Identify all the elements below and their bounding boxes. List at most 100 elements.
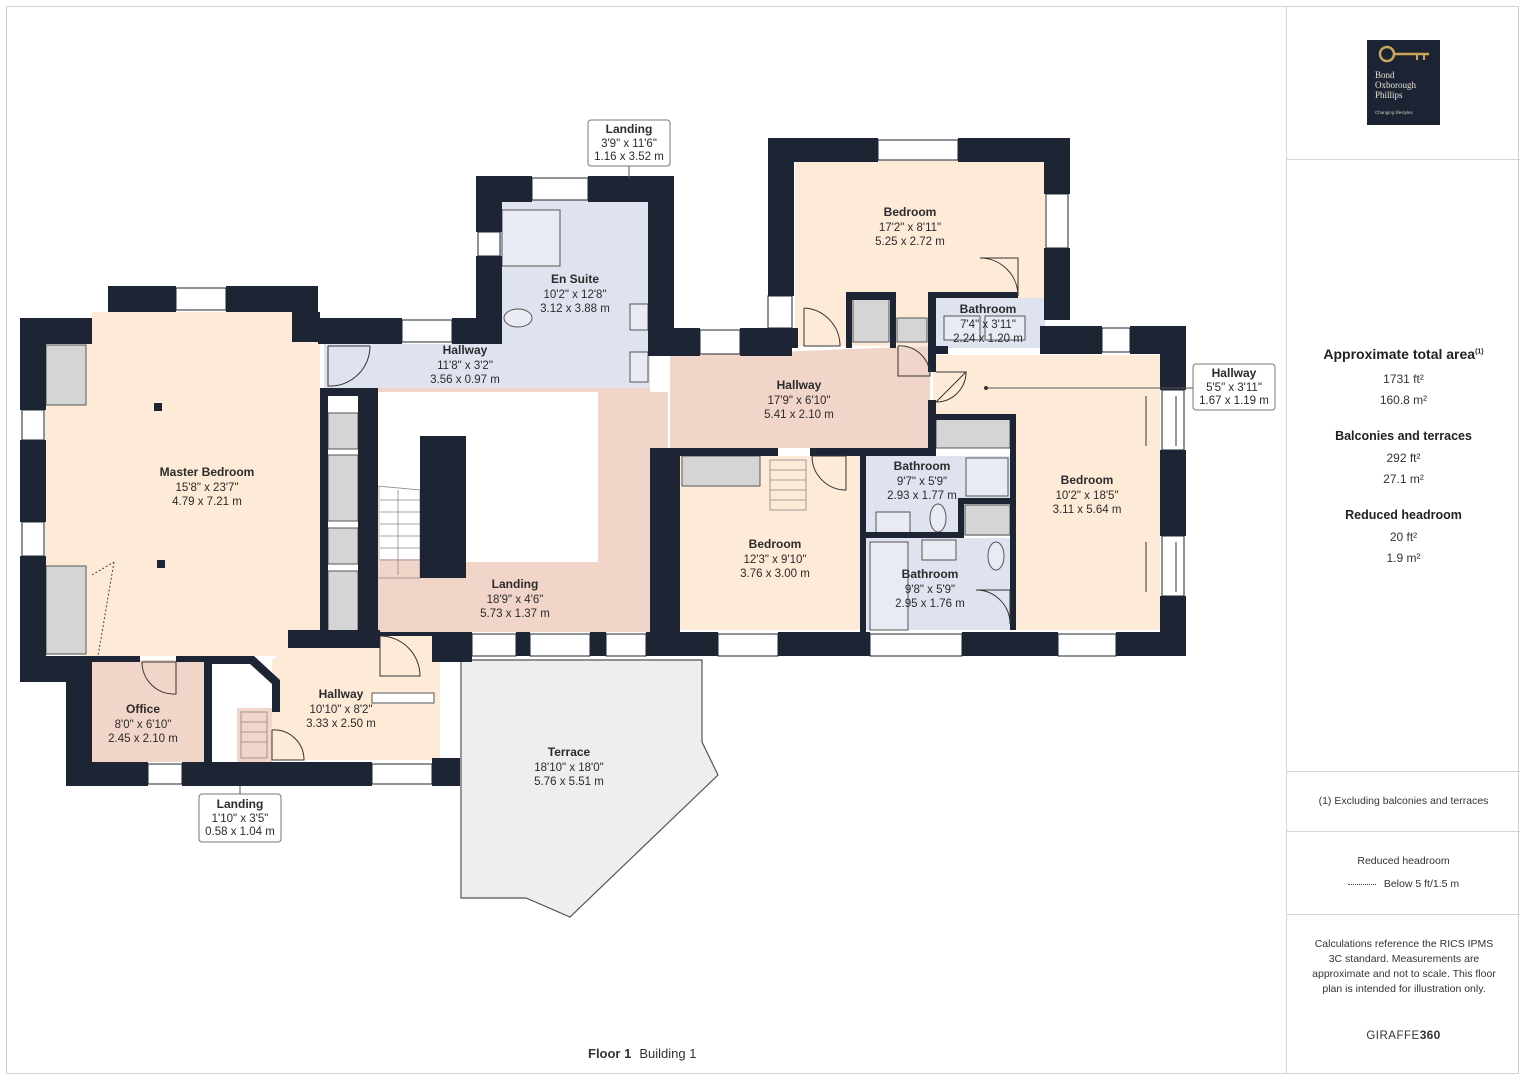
room-dim-metric: 3.12 x 3.88 m — [540, 303, 610, 315]
floor-small-landing — [237, 708, 272, 762]
callout-box — [587, 119, 671, 167]
room-name: Hallway — [443, 343, 488, 357]
legend-item-label: Below 5 ft/1.5 m — [1383, 878, 1460, 890]
logo-line: Phillips — [1375, 90, 1403, 100]
room-name: Hallway — [1212, 366, 1257, 380]
room-dim-imperial: 7'4" x 3'11" — [960, 319, 1016, 331]
room-dim-metric: 5.76 x 5.51 m — [534, 776, 604, 788]
floor-plan-sheet — [6, 6, 1519, 1074]
divider — [1287, 831, 1520, 832]
room-dim-imperial: 17'2" x 8'11" — [879, 222, 941, 234]
key-icon — [1378, 45, 1429, 63]
room-dim-imperial: 5'5" x 3'11" — [1206, 382, 1262, 394]
room-name: Terrace — [548, 745, 591, 759]
room-dim-imperial: 8'0" x 6'10" — [115, 719, 172, 731]
dotted-line-swatch — [1347, 883, 1376, 885]
room-dim-metric: 3.33 x 2.50 m — [306, 718, 376, 730]
divider — [1287, 914, 1520, 915]
total-area-m: 160.8 m² — [1379, 393, 1428, 407]
divider — [1287, 771, 1520, 772]
fixture-cupboard — [327, 570, 359, 632]
room-name: Hallway — [777, 378, 822, 392]
fixture-rail — [371, 692, 435, 704]
footnote-marker: (1) — [1475, 348, 1484, 356]
column — [157, 560, 165, 568]
fixture-cupboard — [935, 417, 1011, 449]
room-name: Master Bedroom — [160, 465, 255, 479]
fixture-shower — [965, 457, 1009, 497]
room-dim-imperial: 17'9" x 6'10" — [767, 395, 830, 407]
fixture-toilet — [503, 308, 533, 328]
brand-name: GIRAFFE — [1366, 1030, 1420, 1042]
doors — [141, 257, 1177, 761]
balconies-m: 27.1 m² — [1383, 472, 1424, 486]
room-name: Office — [126, 702, 160, 716]
fixture-sink — [629, 351, 649, 383]
room-dim-imperial: 18'10" x 18'0" — [534, 762, 603, 774]
logo-tagline: Changing lifestyles — [1375, 110, 1413, 115]
room-dim-imperial: 11'8" x 3'2" — [437, 360, 493, 372]
logo-wordmark: Bond Oxborough Phillips — [1375, 70, 1435, 100]
room-dim-imperial: 10'2" x 12'8" — [543, 289, 606, 301]
room-dim-metric: 2.45 x 2.10 m — [108, 733, 178, 745]
floor-central-landing — [377, 388, 668, 632]
fixture-cupboard — [896, 317, 928, 343]
room-dim-imperial: 10'2" x 18'5" — [1055, 490, 1118, 502]
room-dim-metric: 2.93 x 1.77 m — [887, 490, 957, 502]
agency-logo: Bond Oxborough Phillips Changing lifesty… — [1367, 40, 1440, 125]
room-dim-imperial: 12'3" x 9'10" — [743, 554, 806, 566]
floor-master-bedroom — [45, 312, 320, 656]
brand-mark: GIRAFFE360 — [1287, 1028, 1520, 1042]
room-dim-metric: 1.16 x 3.52 m — [594, 151, 664, 163]
column — [154, 403, 162, 411]
headroom-m: 1.9 m² — [1386, 551, 1421, 565]
fixture-sink — [875, 511, 911, 535]
room-name: Landing — [492, 577, 539, 591]
room-dim-metric: 5.73 x 1.37 m — [480, 608, 550, 620]
room-dim-metric: 5.41 x 2.10 m — [764, 409, 834, 421]
room-dim-metric: 3.11 x 5.64 m — [1053, 504, 1122, 516]
logo-line: Oxborough — [1375, 80, 1416, 90]
floor-terrace — [460, 659, 719, 918]
fixture-cupboard — [327, 454, 359, 522]
brand-number: 360 — [1419, 1028, 1441, 1042]
legend-title: Reduced headroom — [1357, 855, 1450, 867]
fixture-bathroom-fitting — [943, 315, 981, 341]
room-dim-metric: 5.25 x 2.72 m — [875, 236, 945, 248]
room-dim-imperial: 10'10" x 8'2" — [309, 704, 372, 716]
room-name: Bathroom — [894, 459, 951, 473]
room-dim-imperial: 15'8" x 23'7" — [175, 482, 238, 494]
balconies-ft: 292 ft² — [1386, 451, 1421, 465]
room-dim-imperial: 18'9" x 4'6" — [487, 594, 544, 606]
fixture-bathroom-fitting — [984, 315, 1026, 341]
total-area-ft: 1731 ft² — [1383, 372, 1424, 386]
fixtures — [45, 209, 1026, 704]
total-area-heading: Approximate total area(1) — [1287, 346, 1520, 362]
room-name: Bedroom — [884, 205, 937, 219]
room-dim-metric: 2.95 x 1.76 m — [895, 598, 965, 610]
fixture-wardrobe — [45, 344, 87, 406]
room-dim-metric: 1.67 x 1.19 m — [1199, 395, 1269, 407]
room-dim-imperial: 9'7" x 5'9" — [897, 476, 947, 488]
room-name: Bathroom — [960, 302, 1017, 316]
room-dim-metric: 0.58 x 1.04 m — [205, 826, 275, 838]
room-dim-imperial: 1'10" x 3'5" — [212, 813, 269, 825]
stair-void — [380, 394, 596, 559]
room-dim-imperial: 3'9" x 11'6" — [601, 138, 657, 150]
room-dim-metric: 3.76 x 3.00 m — [740, 568, 810, 580]
fixture-sink — [921, 539, 957, 561]
room-name: Landing — [217, 797, 264, 811]
total-area-label: Approximate total area — [1323, 346, 1476, 362]
